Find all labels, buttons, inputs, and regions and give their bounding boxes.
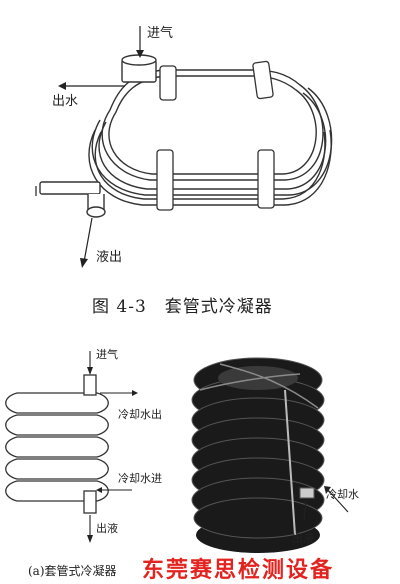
coil-gas-in-label: 进气 bbox=[96, 348, 118, 361]
coil-figure-caption: (a)套管式冷凝器 bbox=[28, 564, 117, 578]
coil-condenser-schematic bbox=[5, 351, 138, 543]
watermark-text: 东莞赛思检测设备 bbox=[142, 557, 335, 583]
top-figure-caption: 图 4-3 套管式冷凝器 bbox=[92, 297, 273, 317]
top-gas-in-label: 进气 bbox=[147, 26, 174, 41]
top-liquid-out-label: 液出 bbox=[96, 250, 123, 265]
photo-cooling-water-label: 冷却水 bbox=[326, 488, 359, 501]
coil-cooling-water-in-label: 冷却水进 bbox=[118, 472, 162, 485]
photo-liquid-out-label: 出液 bbox=[292, 532, 314, 545]
coil-cooling-water-out-label: 冷却水出 bbox=[118, 408, 162, 421]
top-condenser-diagram bbox=[35, 26, 333, 268]
coil-photo bbox=[191, 357, 349, 553]
coil-liquid-out-label: 出液 bbox=[96, 522, 118, 535]
top-water-out-label: 出水 bbox=[52, 94, 79, 109]
